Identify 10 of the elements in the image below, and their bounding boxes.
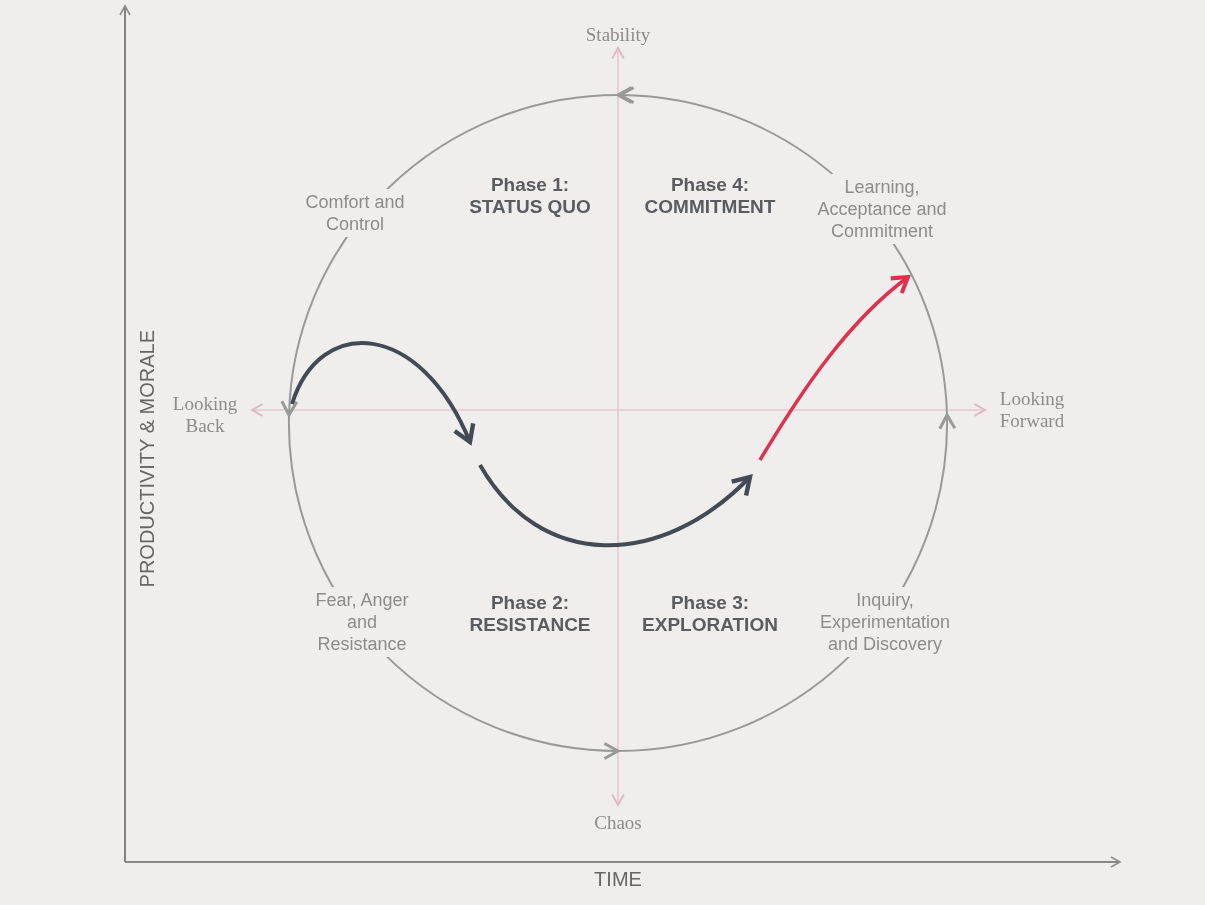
axis-label: TIME: [593, 868, 643, 890]
axis-pole-label: Stability: [584, 24, 652, 46]
phase-heading: Phase 3: EXPLORATION: [641, 592, 779, 636]
axis-pole-label: Looking Back: [171, 393, 239, 437]
phase-heading: Phase 4: COMMITMENT: [643, 174, 777, 218]
phase-heading: Phase 2: RESISTANCE: [468, 592, 592, 636]
axis-pole-label: Chaos: [593, 812, 643, 834]
axis-label: PRODUCTIVITY & MORALE: [136, 330, 158, 588]
axis-pole-label: Looking Forward: [998, 388, 1066, 432]
phase-heading: Phase 1: STATUS QUO: [468, 174, 592, 218]
